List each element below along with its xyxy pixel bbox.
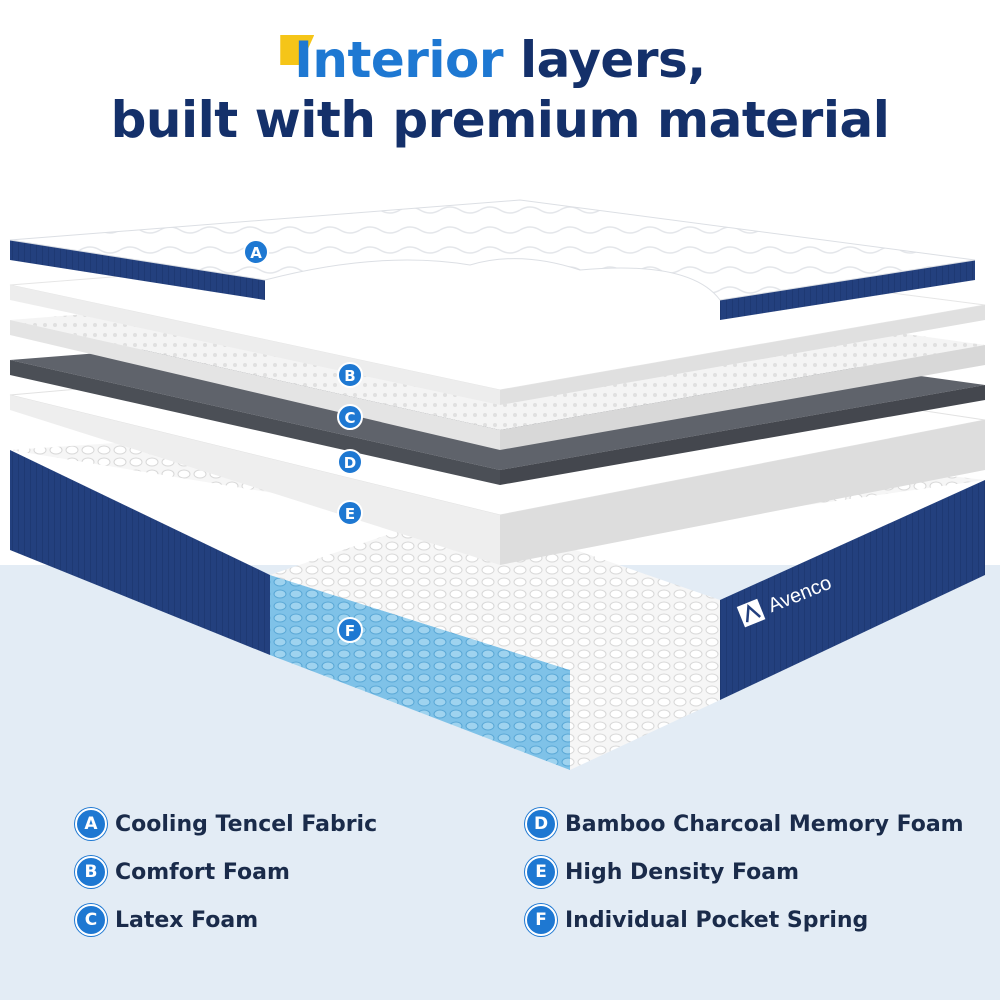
layer-marker-e: E <box>337 500 363 526</box>
legend-label: Individual Pocket Spring <box>565 907 869 933</box>
layer-marker-b: B <box>337 362 363 388</box>
page-headline: Interior layers, built with premium mate… <box>0 30 1000 150</box>
svg-text:C: C <box>344 409 355 427</box>
legend-badge: D <box>525 808 557 840</box>
legend-label: High Density Foam <box>565 859 800 885</box>
svg-text:D: D <box>344 454 356 472</box>
layer-marker-c: C <box>337 404 363 430</box>
layer-legend: A Cooling Tencel Fabric B Comfort Foam C… <box>0 800 1000 960</box>
legend-badge: E <box>525 856 557 888</box>
legend-badge: B <box>75 856 107 888</box>
layer-marker-a: A <box>243 239 269 265</box>
legend-badge: A <box>75 808 107 840</box>
legend-item-d: D Bamboo Charcoal Memory Foam <box>525 808 964 840</box>
layer-a-cooling-fabric <box>9 199 976 320</box>
svg-text:A: A <box>250 244 262 262</box>
legend-item-a: A Cooling Tencel Fabric <box>75 808 377 840</box>
legend-badge: F <box>525 904 557 936</box>
layer-marker-d: D <box>337 449 363 475</box>
headline-accent-word: Interior <box>294 31 504 89</box>
headline-line1-rest: layers, <box>503 31 706 89</box>
svg-text:B: B <box>344 367 355 385</box>
legend-label: Bamboo Charcoal Memory Foam <box>565 811 964 837</box>
mattress-layers-illustration: Avenco A B C D E F <box>9 199 986 770</box>
legend-badge: C <box>75 904 107 936</box>
legend-item-e: E High Density Foam <box>525 856 799 888</box>
svg-text:F: F <box>345 622 355 640</box>
headline-accent: Interior <box>280 31 504 89</box>
headline-line-1: Interior layers, <box>0 30 1000 90</box>
legend-label: Comfort Foam <box>115 859 290 885</box>
legend-label: Latex Foam <box>115 907 259 933</box>
legend-item-c: C Latex Foam <box>75 904 258 936</box>
legend-item-b: B Comfort Foam <box>75 856 290 888</box>
legend-item-f: F Individual Pocket Spring <box>525 904 868 936</box>
triangle-a-logo-icon <box>736 598 766 628</box>
layer-marker-f: F <box>337 617 363 643</box>
headline-line-2: built with premium material <box>110 91 890 149</box>
legend-label: Cooling Tencel Fabric <box>115 811 378 837</box>
svg-text:E: E <box>345 505 355 523</box>
